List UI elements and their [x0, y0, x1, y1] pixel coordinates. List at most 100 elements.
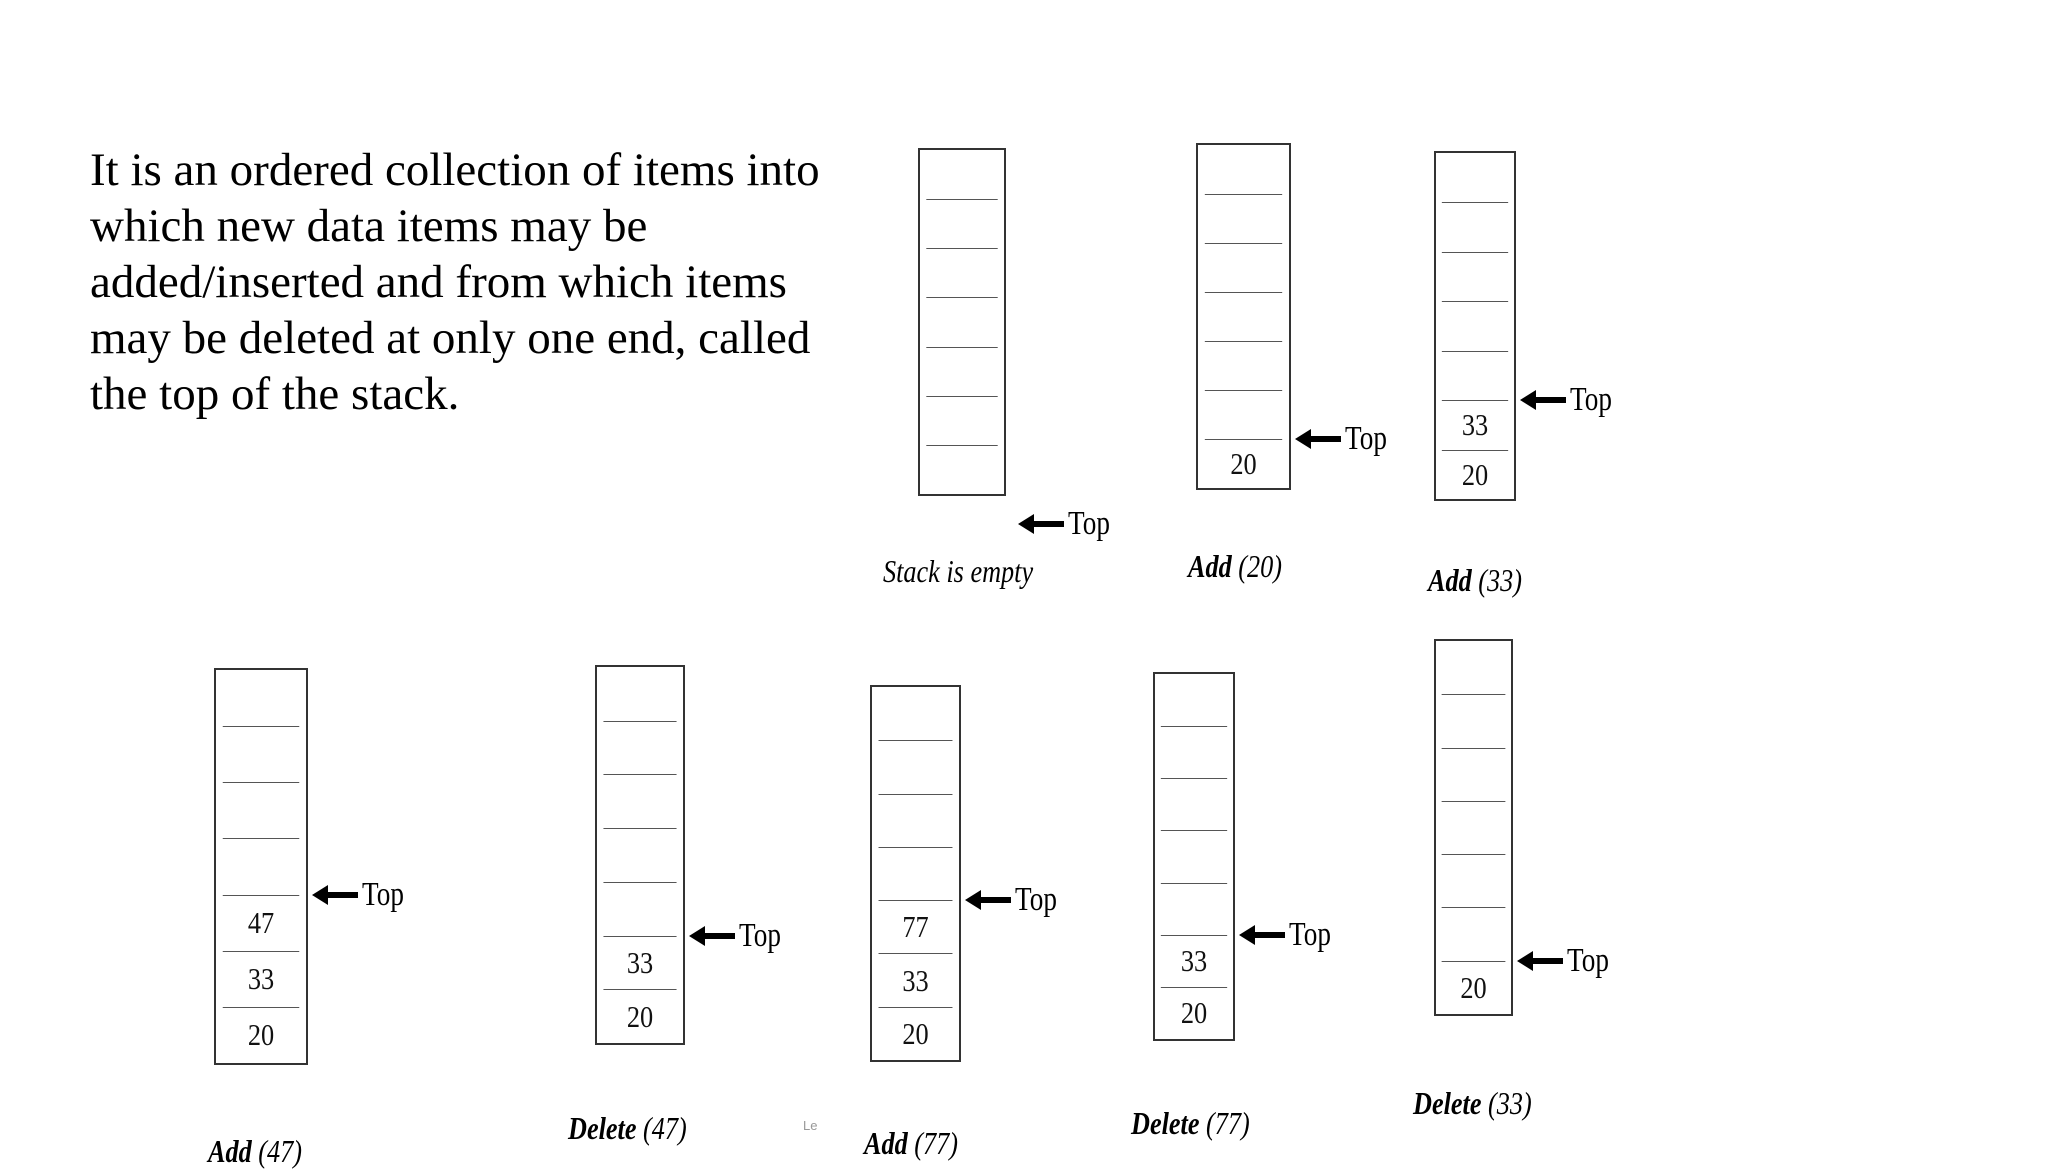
left-arrow-icon — [1239, 924, 1285, 945]
stack-cell — [926, 248, 998, 297]
left-arrow-icon — [1520, 390, 1566, 411]
top-pointer: Top — [1520, 380, 1622, 420]
stack-cell — [926, 444, 998, 494]
stack-cell: 47 — [222, 894, 300, 951]
stack-caption: Stack is empty — [883, 553, 1033, 590]
stack-cell: 20 — [1204, 439, 1283, 488]
caption-argument: (47) — [643, 1110, 687, 1146]
caption-operation: Delete — [568, 1110, 637, 1146]
stack-cell — [1441, 854, 1506, 907]
stack-cell — [926, 150, 997, 199]
top-label: Top — [739, 916, 781, 954]
top-label: Top — [1068, 505, 1110, 542]
stack-cell — [1441, 747, 1506, 801]
caption-operation: Add — [1428, 562, 1472, 598]
stack-caption: Delete (47) — [568, 1110, 687, 1147]
stack-cell — [1204, 292, 1283, 341]
left-arrow-icon — [1295, 429, 1341, 449]
left-arrow-icon — [1018, 514, 1064, 534]
stack-cell: 20 — [1160, 986, 1228, 1039]
stack-cell: 20 — [603, 989, 677, 1043]
caption-argument: (33) — [1488, 1085, 1532, 1121]
left-arrow-icon — [1517, 950, 1563, 971]
top-label: Top — [1570, 381, 1612, 419]
stack-cell — [926, 346, 998, 396]
stack-cell — [1441, 800, 1506, 854]
stack-cell: 20 — [222, 1006, 300, 1063]
stack-cell: 33 — [603, 935, 677, 990]
top-pointer: Top — [689, 916, 791, 956]
stack-cell: 33 — [878, 953, 953, 1006]
stack-cell — [926, 297, 998, 346]
stack-cell — [1441, 202, 1509, 251]
top-pointer: Top — [965, 880, 1067, 920]
caption-argument: (33) — [1478, 562, 1523, 598]
stack-cell: 20 — [1441, 960, 1506, 1014]
stack-cell: 33 — [1160, 934, 1228, 987]
stack-cell — [1441, 350, 1509, 400]
intro-text: It is an ordered collection of items int… — [90, 144, 820, 420]
caption-operation: Delete — [1131, 1105, 1200, 1141]
top-pointer: Top — [1018, 504, 1120, 544]
left-arrow-icon — [689, 925, 735, 946]
caption-argument: (20) — [1238, 548, 1283, 584]
stack-cell — [222, 782, 300, 838]
stack-cell — [222, 838, 300, 894]
top-label: Top — [1289, 915, 1331, 953]
top-label: Top — [1015, 881, 1057, 919]
top-pointer: Top — [1295, 419, 1397, 459]
caption-operation: Add — [1188, 548, 1232, 584]
caption-operation: Add — [208, 1133, 252, 1169]
stack-cell — [1204, 243, 1283, 292]
stack-box: 20 — [1196, 143, 1291, 490]
top-pointer: Top — [312, 875, 414, 915]
stack-cell — [926, 199, 998, 248]
caption-argument: (77) — [1206, 1105, 1250, 1141]
stack-cell — [1441, 907, 1506, 960]
stack-cell: 20 — [1441, 449, 1509, 499]
stack-cell — [223, 670, 300, 726]
stack-caption: Add (33) — [1428, 562, 1522, 599]
footer-mark: Le — [803, 1118, 818, 1133]
stack-cell — [1204, 390, 1283, 439]
stack-cell — [603, 774, 677, 828]
stack-cell — [1441, 694, 1506, 747]
stack-cell — [878, 793, 953, 847]
stack-cell: 77 — [878, 900, 953, 953]
stack-cell — [1442, 153, 1508, 202]
stack-cell — [878, 740, 953, 793]
stack-cell — [878, 846, 953, 900]
stack-cell — [879, 687, 953, 740]
stack-cell — [222, 726, 300, 782]
top-label: Top — [1567, 941, 1609, 979]
stack-caption: Delete (33) — [1413, 1085, 1532, 1122]
stack-cell — [603, 828, 677, 882]
stack-caption: Delete (77) — [1131, 1105, 1250, 1142]
stack-box: 20 — [1434, 639, 1513, 1016]
top-pointer: Top — [1239, 915, 1341, 955]
stack-cell — [1441, 251, 1509, 301]
stack-cell: 33 — [1441, 400, 1509, 449]
stack-cell — [926, 395, 998, 445]
top-label: Top — [1345, 420, 1387, 457]
stack-cell — [1160, 726, 1228, 778]
stack-cell — [1161, 674, 1227, 726]
stack-cell — [1204, 194, 1283, 243]
stack-cell — [1160, 882, 1228, 935]
stack-cell — [1160, 830, 1228, 882]
stack-cell — [603, 720, 677, 775]
stack-cell — [603, 881, 677, 936]
stack-box — [918, 148, 1006, 496]
stack-cell — [1204, 341, 1283, 390]
stack-cell — [603, 667, 676, 721]
stack-cell — [1442, 641, 1506, 694]
stack-cell — [1160, 778, 1228, 830]
stack-cell: 33 — [222, 950, 300, 1007]
caption-argument: (47) — [258, 1133, 303, 1169]
stack-cell — [1205, 145, 1282, 194]
stack-caption: Add (77) — [864, 1125, 958, 1162]
